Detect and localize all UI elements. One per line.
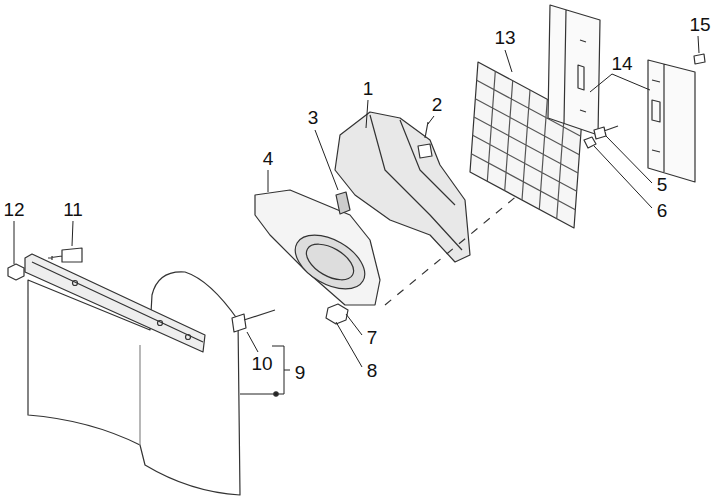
housing <box>335 112 470 262</box>
callout-number: 1 <box>363 79 374 98</box>
panel <box>255 190 380 305</box>
speaker-ring <box>286 224 374 300</box>
nut <box>326 304 348 324</box>
screw <box>48 248 82 262</box>
speaker-ring <box>300 237 359 287</box>
callout-number: 4 <box>263 149 274 168</box>
rivet <box>186 335 191 340</box>
leader-dot <box>274 392 278 396</box>
screw <box>694 54 705 64</box>
callout-number: 11 <box>63 200 83 219</box>
bracket-slot <box>652 80 660 152</box>
bracket-slot <box>578 40 586 112</box>
flap-bar-edge <box>32 262 203 342</box>
callout-number: 2 <box>432 95 443 114</box>
callout-number: 7 <box>367 328 378 347</box>
screw <box>418 122 432 158</box>
callout-number: 9 <box>295 363 306 382</box>
bracket <box>548 5 600 135</box>
callout-number: 3 <box>308 108 319 127</box>
clip <box>336 192 350 214</box>
callout-number: 5 <box>657 175 668 194</box>
flap-fold <box>139 345 140 445</box>
housing-edge <box>370 115 462 250</box>
callout-number: 10 <box>251 354 272 373</box>
callout-number: 6 <box>657 201 668 220</box>
callout-number: 14 <box>611 54 632 73</box>
assembly-line <box>385 185 530 305</box>
callout-number: 12 <box>3 200 24 219</box>
rivet <box>73 281 78 286</box>
nut <box>8 264 24 280</box>
callout-number: 13 <box>494 28 515 47</box>
bracket <box>648 60 695 182</box>
bolt <box>594 126 618 139</box>
flap-bar <box>25 254 205 352</box>
callout-number: 15 <box>689 15 710 34</box>
rivet <box>158 321 163 326</box>
push-rivet <box>232 310 275 332</box>
callout-number: 8 <box>367 361 378 380</box>
leader-lines <box>14 36 699 394</box>
